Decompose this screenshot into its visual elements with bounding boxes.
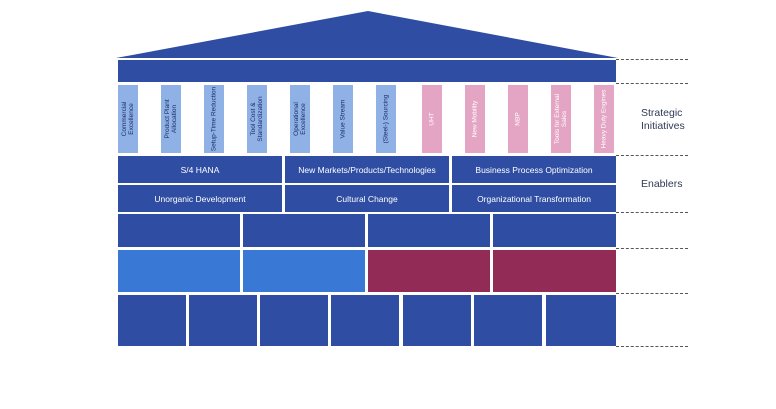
guide-line [616, 346, 688, 347]
enabler-cultural-change: Cultural Change [285, 185, 449, 212]
guide-line [616, 248, 688, 249]
guide-line [616, 83, 688, 84]
pillar-label: Tools for External Sales [554, 93, 568, 145]
label-strategic-initiatives: Strategic Initiatives [641, 107, 685, 132]
enabler-organizational-transformation: Organizational Transformation [452, 185, 616, 212]
pillar-uht: UHT [422, 85, 442, 153]
pillar-operational-excellence: Operational Excellence [290, 85, 310, 153]
foundation-block [368, 214, 490, 247]
pillar-label: New Mobility [471, 100, 479, 138]
pillar-label: Product Plant Allocation [164, 99, 178, 139]
base-block [546, 295, 616, 346]
foundation-block-light [118, 250, 240, 292]
pillar-label: Value Stream [339, 99, 347, 139]
base-block [403, 295, 471, 346]
enablers-row-2: Unorganic Development Cultural Change Or… [118, 185, 616, 212]
pillar-heavy-duty-engines: Heavy Duty Engines [594, 85, 614, 153]
pillar-new-mobility: New Mobility [465, 85, 485, 153]
enabler-new-markets: New Markets/Products/Technologies [285, 156, 449, 183]
guide-line [616, 155, 688, 156]
pillar-label: Operational Excellence [293, 102, 307, 136]
foundation-block [243, 214, 365, 247]
enabler-business-process: Business Process Optimization [452, 156, 616, 183]
base-block [331, 295, 399, 346]
foundation-block-maroon [493, 250, 616, 292]
pillar-label: Heavy Duty Engines [600, 89, 608, 149]
pillar-value-stream: Value Stream [333, 85, 353, 153]
pillar-nbp: NBP [508, 85, 528, 153]
foundation-block [493, 214, 616, 247]
pillar-label: Commercial Excellence [121, 101, 135, 137]
enablers-row-1: S/4 HANA New Markets/Products/Technologi… [118, 156, 616, 183]
pillar-label: Tool Cost & Standardization [250, 96, 264, 142]
base-block [260, 295, 328, 346]
pillar-label: Setup-Time Reduction [210, 86, 218, 152]
roof-beam [118, 60, 616, 82]
foundation-block-light [243, 250, 365, 292]
pillar-commercial-excellence: Commercial Excellence [118, 85, 138, 153]
pillar-steel-sourcing: (Steel-) Sourcing [376, 85, 396, 153]
pillar-label: (Steel-) Sourcing [382, 94, 390, 144]
guide-line [616, 293, 688, 294]
pillar-setup-time-reduction: Setup-Time Reduction [204, 85, 224, 153]
guide-line [616, 212, 688, 213]
label-enablers: Enablers [641, 178, 683, 190]
foundation-block-maroon [368, 250, 490, 292]
pillar-tools-external-sales: Tools for External Sales [551, 85, 571, 153]
pillar-label: UHT [428, 112, 436, 126]
enabler-unorganic-development: Unorganic Development [118, 185, 282, 212]
enabler-s4-hana: S/4 HANA [118, 156, 282, 183]
pillar-label: NBP [514, 112, 522, 126]
base-block [474, 295, 542, 346]
guide-line [616, 59, 688, 60]
roof-triangle [116, 11, 618, 58]
pillar-tool-cost-standardization: Tool Cost & Standardization [247, 85, 267, 153]
base-block [189, 295, 257, 346]
pillar-product-plant-allocation: Product Plant Allocation [161, 85, 181, 153]
foundation-block [118, 214, 240, 247]
base-block [118, 295, 186, 346]
